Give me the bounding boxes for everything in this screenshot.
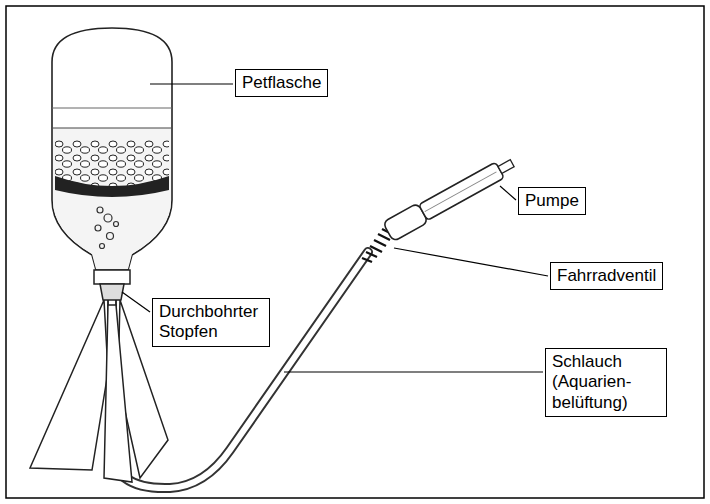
part-label: Durchbohrter Stopfen [152,298,270,347]
pet-bottle [52,28,172,300]
part-label: Petflasche [235,69,328,97]
part-label: Schlauch (Aquarien- belüftung) [545,348,667,417]
label-text: Pumpe [525,191,579,211]
part-label: Fahrradventil [550,262,663,290]
frame [6,6,704,498]
label-text: Fahrradventil [557,266,656,286]
leader-lines [122,84,548,372]
part-label: Pumpe [518,187,586,215]
pump [383,154,518,242]
hose [112,252,368,488]
label-text: Petflasche [242,73,321,93]
label-text: Schlauch (Aquarien- belüftung) [552,352,660,413]
fins [30,300,168,482]
label-text: Durchbohrter Stopfen [159,302,263,343]
stopper [100,284,124,300]
